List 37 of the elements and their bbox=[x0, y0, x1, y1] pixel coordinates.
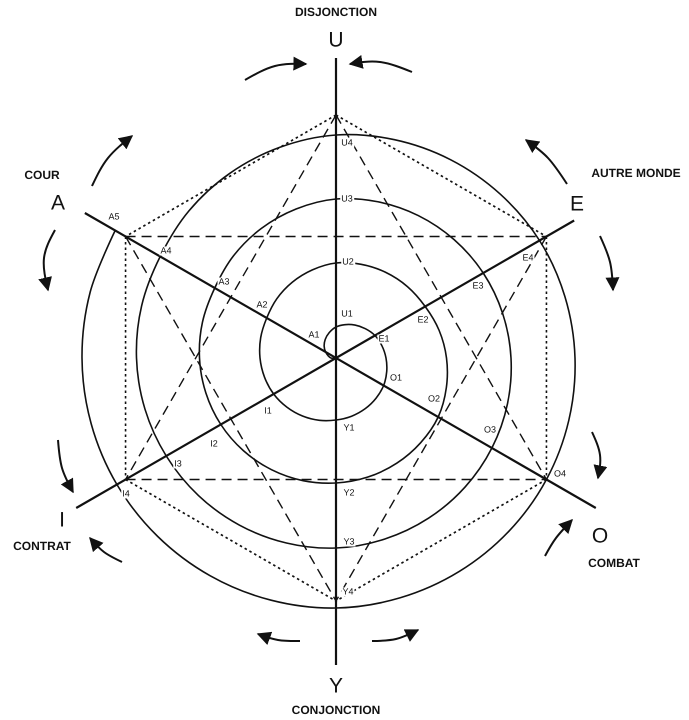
point-label: Y3 bbox=[342, 538, 356, 546]
point-label: A2 bbox=[256, 300, 268, 310]
axis-caption: DISJONCTION bbox=[295, 6, 377, 18]
point-label: Y2 bbox=[342, 488, 356, 498]
point-label: Y4 bbox=[342, 588, 354, 596]
point-label: I3 bbox=[173, 460, 183, 468]
axis-caption: AUTRE MONDE bbox=[591, 167, 681, 179]
point-label: O1 bbox=[389, 374, 403, 382]
point-label: O4 bbox=[553, 470, 567, 478]
point-label: A1 bbox=[308, 330, 320, 340]
point-label: U4 bbox=[340, 138, 354, 148]
point-label: E4 bbox=[522, 254, 534, 262]
axis-letter: A bbox=[51, 192, 65, 214]
axis-caption: COMBAT bbox=[588, 557, 640, 569]
axis-letter: O bbox=[592, 526, 608, 546]
point-label: A4 bbox=[160, 246, 172, 256]
axis-caption: CONJONCTION bbox=[292, 704, 380, 716]
point-label: I2 bbox=[209, 440, 219, 448]
point-label: Y1 bbox=[342, 424, 356, 432]
point-label: A5 bbox=[108, 212, 120, 222]
point-label: A3 bbox=[218, 278, 230, 286]
point-label: U3 bbox=[340, 194, 354, 204]
point-label: E2 bbox=[416, 316, 430, 324]
point-label: E1 bbox=[378, 334, 390, 344]
point-label: I1 bbox=[263, 406, 273, 416]
point-label: U2 bbox=[341, 258, 355, 266]
point-label: I4 bbox=[121, 490, 131, 498]
axis-letter: U bbox=[328, 30, 344, 50]
axis-letter: E bbox=[570, 194, 584, 214]
axis-caption: COUR bbox=[24, 169, 60, 181]
axis-letter: I bbox=[59, 510, 65, 530]
point-label: E3 bbox=[472, 282, 484, 290]
point-label: O2 bbox=[427, 394, 441, 404]
axis-caption: CONTRAT bbox=[13, 540, 71, 552]
point-label: U1 bbox=[340, 310, 354, 318]
point-label: O3 bbox=[483, 426, 497, 434]
axis-letter: Y bbox=[329, 676, 343, 696]
